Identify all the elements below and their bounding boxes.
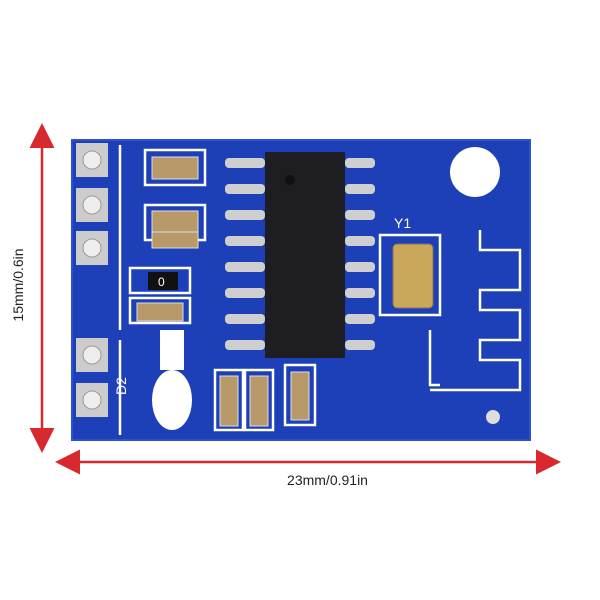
- resistor: [148, 272, 178, 290]
- width-label: 23mm/0.91in: [287, 472, 368, 488]
- resistor-label: 0: [158, 275, 165, 289]
- smd-capacitor: [249, 375, 269, 427]
- header-hole: [82, 345, 102, 365]
- silkscreen-lines: [118, 145, 522, 435]
- header-hole: [82, 150, 102, 170]
- ic-pin: [225, 210, 265, 220]
- header-hole: [82, 195, 102, 215]
- ic-pin: [225, 236, 265, 246]
- ic-pin: [345, 288, 375, 298]
- height-label: 15mm/0.6in: [10, 248, 26, 322]
- crystal-label: Y1: [394, 215, 411, 231]
- crystal-oscillator: [392, 243, 434, 309]
- diode-pad: [152, 370, 192, 430]
- smd-capacitor: [151, 231, 199, 249]
- ic-pin: [225, 288, 265, 298]
- mounting-pad: [450, 147, 500, 197]
- ic-pin: [225, 158, 265, 168]
- diode-pad-neck: [160, 330, 184, 370]
- ic-pin: [345, 340, 375, 350]
- ic-pin: [345, 184, 375, 194]
- ic-pin: [225, 262, 265, 272]
- header-hole: [82, 238, 102, 258]
- header-hole: [82, 390, 102, 410]
- smd-components: [136, 156, 310, 427]
- ic-chip: [265, 152, 345, 358]
- ic-pin: [225, 314, 265, 324]
- via-pad: [486, 410, 500, 424]
- ic-pin: [345, 314, 375, 324]
- smd-capacitor: [219, 375, 239, 427]
- smd-capacitor: [136, 302, 184, 322]
- smd-capacitor: [151, 210, 199, 234]
- header-pads: [76, 143, 108, 417]
- ic-pin: [225, 184, 265, 194]
- ic-pin: [225, 340, 265, 350]
- ic-pin: [345, 158, 375, 168]
- diode-label: D2: [113, 377, 129, 395]
- smd-capacitor: [290, 371, 310, 421]
- ic-pin1-dot: [285, 175, 295, 185]
- smd-capacitor: [151, 156, 199, 180]
- ic-pins: [225, 158, 375, 350]
- ic-pin: [345, 262, 375, 272]
- ic-pin: [345, 210, 375, 220]
- ic-pin: [345, 236, 375, 246]
